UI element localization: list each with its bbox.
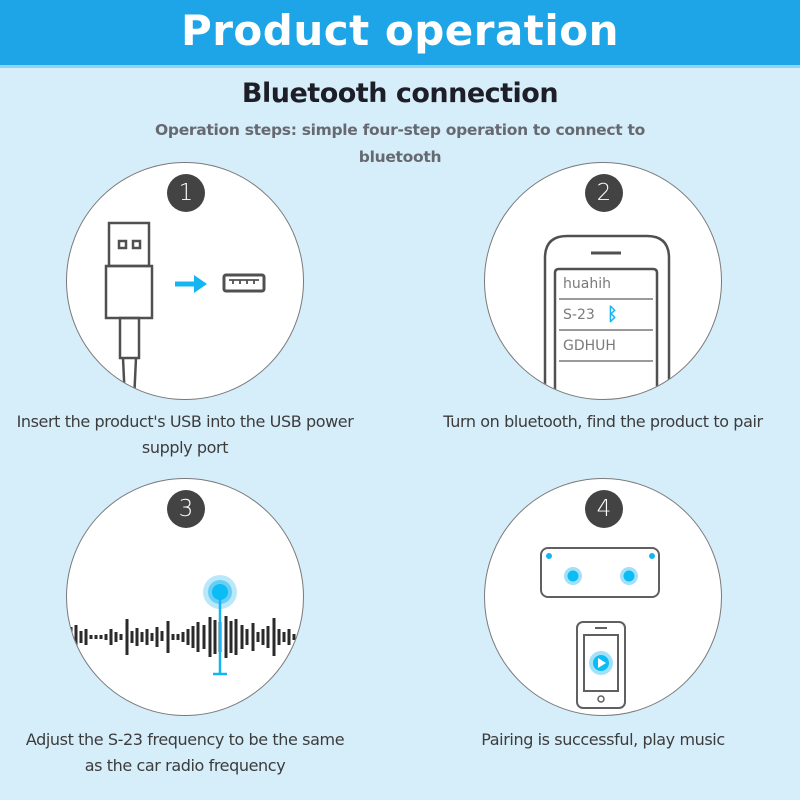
device-list-item[interactable]: huahih [559, 269, 653, 300]
step-badge: 3 [167, 490, 205, 528]
step-2-caption: Turn on bluetooth, find the product to p… [443, 412, 763, 431]
phone-icon [543, 234, 671, 399]
bluetooth-icon: ᛒ [607, 304, 618, 325]
section-subtitle: Operation steps: simple four-step operat… [155, 121, 645, 166]
device-and-phone-play-icon [540, 547, 660, 709]
step-1-caption: Insert the product's USB into the USB po… [16, 412, 354, 457]
frequency-waveform-icon [69, 575, 301, 676]
step-4-caption: Pairing is successful, play music [481, 730, 725, 749]
step-badge: 2 [585, 174, 623, 212]
step-3-caption: Adjust the S-23 frequency to be the same… [25, 730, 345, 775]
device-list-item[interactable]: GDHUH [559, 331, 653, 362]
page-title: Product operation [180, 6, 620, 55]
step-3-illustration: 3 [66, 478, 304, 716]
usb-plug-icon [104, 221, 266, 399]
step-badge: 4 [585, 490, 623, 528]
step-4-illustration: 4 [484, 478, 722, 716]
section-title: Bluetooth connection [241, 78, 559, 109]
step-1-illustration: 1 [66, 162, 304, 400]
step-badge: 1 [167, 174, 205, 212]
header-banner: Product operation [0, 0, 800, 68]
play-icon [598, 658, 606, 668]
